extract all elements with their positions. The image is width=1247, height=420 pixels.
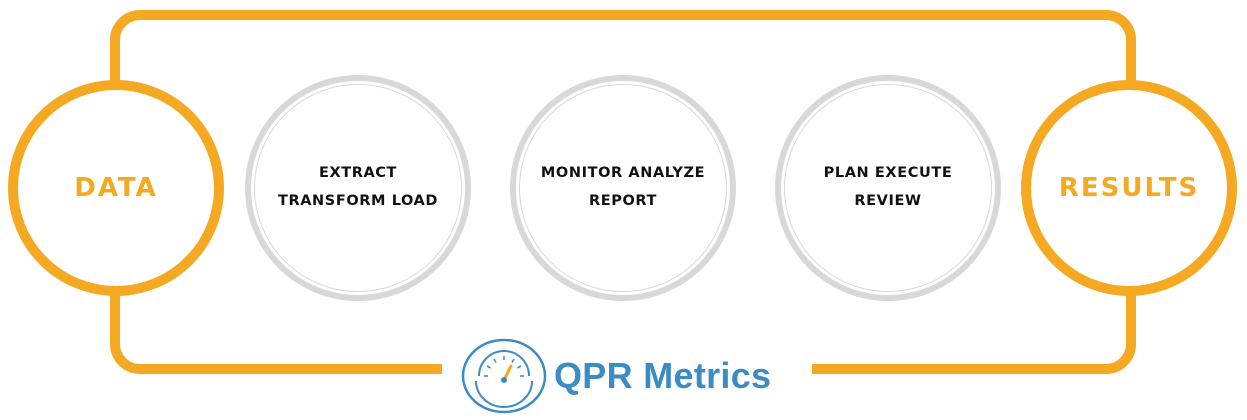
brand-name: QPR Metrics bbox=[554, 355, 772, 396]
speedometer-icon bbox=[461, 338, 547, 414]
brand-logo: QPR Metrics bbox=[458, 336, 771, 416]
step-line: TRANSFORM LOAD bbox=[277, 193, 439, 209]
step-line: REVIEW bbox=[854, 193, 922, 209]
step-text: PLAN EXECUTE REVIEW bbox=[824, 160, 953, 215]
step-circle-plan: PLAN EXECUTE REVIEW bbox=[775, 75, 1001, 301]
step-text: EXTRACT TRANSFORM LOAD bbox=[278, 160, 438, 215]
data-label: DATA bbox=[74, 173, 158, 203]
data-circle: DATA bbox=[8, 80, 224, 296]
step-line: MONITOR ANALYZE bbox=[540, 165, 706, 182]
step-line: EXTRACT bbox=[318, 165, 398, 182]
step-circle-etl: EXTRACT TRANSFORM LOAD bbox=[245, 75, 471, 301]
frame-gap bbox=[442, 358, 812, 388]
step-line: REPORT bbox=[588, 193, 657, 209]
results-circle: RESULTS bbox=[1021, 80, 1237, 296]
step-text: MONITOR ANALYZE REPORT bbox=[541, 160, 705, 215]
step-line: PLAN EXECUTE bbox=[823, 165, 953, 182]
step-circle-monitor: MONITOR ANALYZE REPORT bbox=[510, 75, 736, 301]
results-label: RESULTS bbox=[1058, 173, 1200, 203]
